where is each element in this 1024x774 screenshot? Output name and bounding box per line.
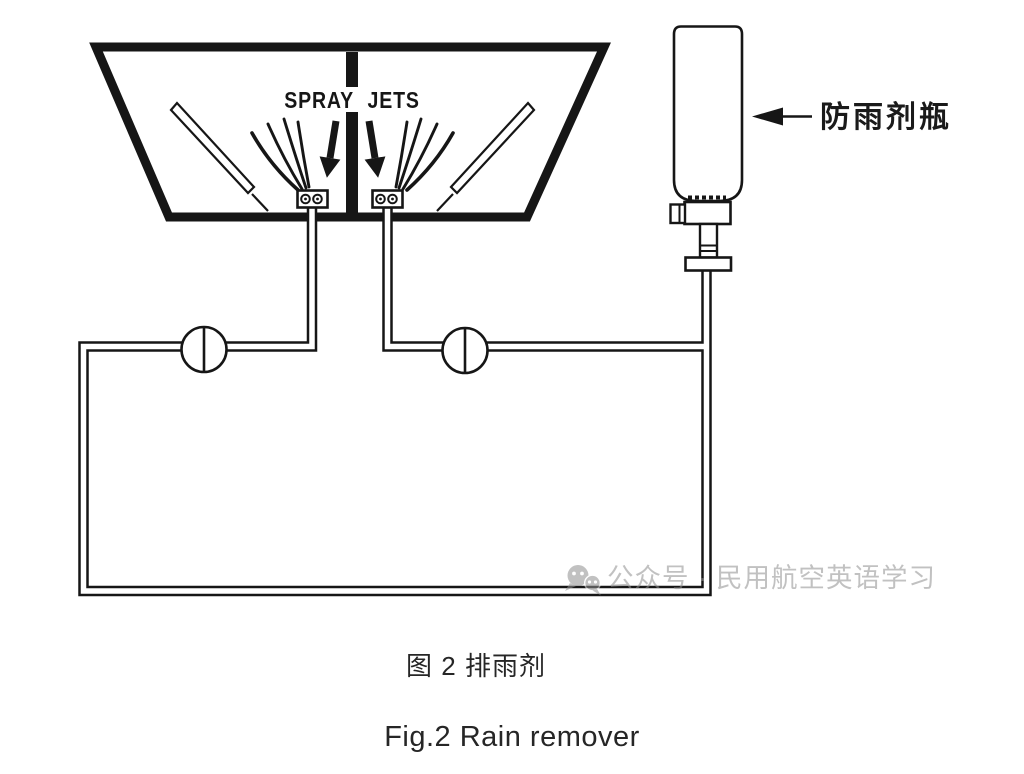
spray-fan-right [394,117,455,192]
repellent-bottle [669,25,744,272]
spray-nozzle-right [371,189,404,209]
bottle-callout: 防雨剂瓶 [752,101,952,134]
supply-pipes [78,203,712,597]
bottle-label: 防雨剂瓶 [820,101,952,134]
pipe-right-branch-bore [384,203,707,350]
arrow-down-icon [364,120,386,178]
caption-zh: 图 2 排雨剂 [406,651,546,681]
bottle-cap-valve [683,200,732,226]
caption-en: Fig.2 Rain remover [384,721,640,753]
left-wiper-blade [169,101,269,212]
pipe-left-loop-bore [80,203,710,594]
cap-side-tab [669,203,687,225]
spray-jets-label: SPRAY JETS [284,88,420,114]
bottle-body [672,25,744,203]
arrow-down-icon [319,120,341,178]
rain-remover-diagram: SPRAY JETS [78,25,952,597]
arrow-left-icon [752,107,783,126]
right-wiper-blade [436,101,536,212]
spray-fan-left [250,117,311,192]
pipe-left-loop [78,203,712,597]
valve-right [441,326,489,375]
pipe-right-branch [382,203,707,352]
spray-nozzle-left [296,189,329,209]
valve-stem [698,222,719,259]
watermark-text: 公众号 · 民用航空英语学习 [607,563,936,593]
valve-left [180,325,228,374]
outlet-flange [684,256,733,272]
wechat-icon [565,565,602,596]
watermark: 公众号 · 民用航空英语学习 [565,563,936,596]
